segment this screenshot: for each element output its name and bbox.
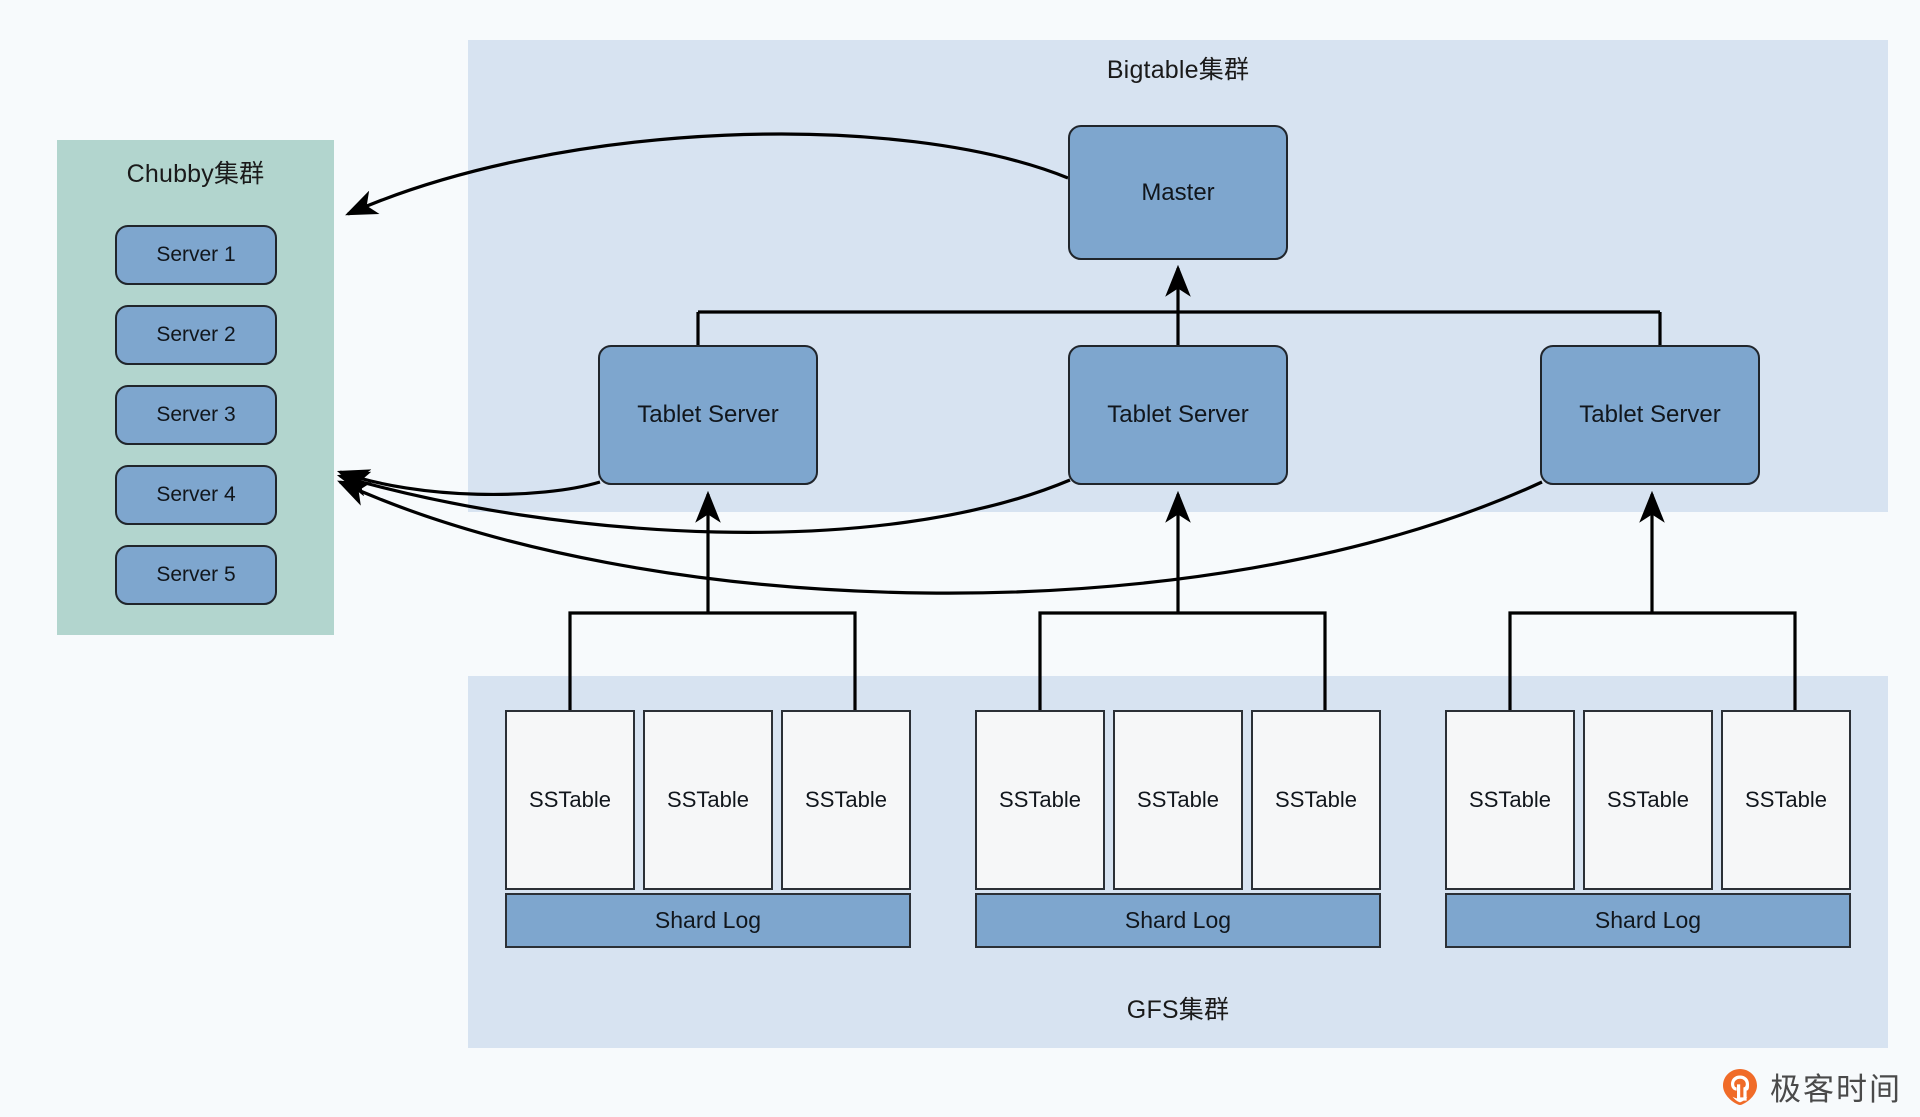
sstable-g3-1-label: SSTable: [1469, 787, 1551, 812]
tablet-server-2-label: Tablet Server: [1107, 401, 1249, 428]
watermark-text: 极客时间: [1770, 1072, 1902, 1108]
chubby-server-2[interactable]: Server 2: [115, 305, 277, 365]
chubby-server-3-label: Server 3: [156, 403, 236, 426]
tablet-server-3[interactable]: Tablet Server: [1540, 345, 1760, 485]
chubby-cluster-label: Chubby集群: [126, 160, 265, 188]
sstable-g1-1[interactable]: SSTable: [505, 710, 635, 890]
tablet-server-3-label: Tablet Server: [1579, 401, 1721, 428]
chubby-server-4[interactable]: Server 4: [115, 465, 277, 525]
sstable-g1-2[interactable]: SSTable: [643, 710, 773, 890]
sstable-g2-2-label: SSTable: [1137, 787, 1219, 812]
watermark: 极客时间: [1720, 1064, 1902, 1109]
chubby-server-3[interactable]: Server 3: [115, 385, 277, 445]
chubby-server-4-label: Server 4: [156, 483, 236, 506]
gfs-cluster-label: GFS集群: [1126, 996, 1230, 1024]
sstable-g2-2[interactable]: SSTable: [1113, 710, 1243, 890]
sstable-g3-3-label: SSTable: [1745, 787, 1827, 812]
shard-log-g2[interactable]: Shard Log: [975, 893, 1381, 948]
sstable-g2-1-label: SSTable: [999, 787, 1081, 812]
chubby-server-1[interactable]: Server 1: [115, 225, 277, 285]
sstable-g2-3[interactable]: SSTable: [1251, 710, 1381, 890]
sstable-g1-1-label: SSTable: [529, 787, 611, 812]
sstable-g1-2-label: SSTable: [667, 787, 749, 812]
master-node-label: Master: [1141, 178, 1215, 206]
master-node[interactable]: Master: [1068, 125, 1288, 260]
sstable-g3-2[interactable]: SSTable: [1583, 710, 1713, 890]
shard-log-g3-label: Shard Log: [1594, 907, 1702, 933]
chubby-server-5-label: Server 5: [156, 563, 236, 586]
sstable-g1-3-label: SSTable: [805, 787, 887, 812]
tablet-server-1-label: Tablet Server: [637, 401, 779, 428]
sstable-g1-3[interactable]: SSTable: [781, 710, 911, 890]
sstable-g3-1[interactable]: SSTable: [1445, 710, 1575, 890]
chubby-server-1-label: Server 1: [156, 243, 236, 266]
geektime-logo-icon: [1720, 1067, 1760, 1107]
shard-log-g1[interactable]: Shard Log: [505, 893, 911, 948]
chubby-server-2-label: Server 2: [156, 323, 236, 346]
bigtable-cluster-label: Bigtable集群: [1106, 56, 1250, 84]
sstable-g3-2-label: SSTable: [1607, 787, 1689, 812]
chubby-server-5[interactable]: Server 5: [115, 545, 277, 605]
sstable-g2-1[interactable]: SSTable: [975, 710, 1105, 890]
sstable-g3-3[interactable]: SSTable: [1721, 710, 1851, 890]
shard-log-g1-label: Shard Log: [654, 907, 762, 933]
sstable-g2-3-label: SSTable: [1275, 787, 1357, 812]
tablet-server-1[interactable]: Tablet Server: [598, 345, 818, 485]
tablet-server-2[interactable]: Tablet Server: [1068, 345, 1288, 485]
shard-log-g3[interactable]: Shard Log: [1445, 893, 1851, 948]
shard-log-g2-label: Shard Log: [1124, 907, 1232, 933]
